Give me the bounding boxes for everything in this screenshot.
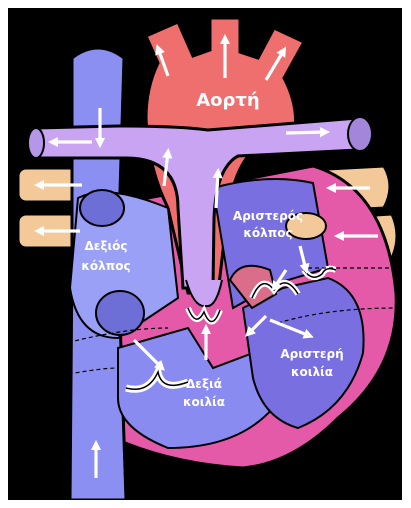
left-atrium-label-line2: κόλπος bbox=[243, 226, 292, 240]
flow-arrow-icon bbox=[216, 172, 218, 208]
heart-diagram-frame: Αορτή Αριστερός κόλπος Δεξιός κόλπος Δεξ… bbox=[8, 8, 402, 500]
left-ventricle-label-line1: Αριστερή bbox=[280, 347, 343, 361]
vena-cava-opening-lower bbox=[96, 291, 144, 335]
vena-cava-opening-upper bbox=[80, 190, 124, 226]
right-ventricle-label-line2: κοιλία bbox=[183, 395, 225, 409]
heart-diagram: Αορτή Αριστερός κόλπος Δεξιός κόλπος Δεξ… bbox=[8, 8, 402, 500]
left-ventricle-label-line2: κοιλία bbox=[291, 365, 333, 379]
right-atrium-label-line2: κόλπος bbox=[81, 259, 130, 273]
left-atrium-label-line1: Αριστερός bbox=[233, 209, 303, 223]
aorta-label: Αορτή bbox=[196, 90, 259, 111]
flow-arrow-icon bbox=[286, 132, 326, 133]
right-atrium-label-line1: Δεξιός bbox=[84, 239, 127, 253]
right-ventricle-label-line1: Δεξιά bbox=[186, 377, 222, 391]
